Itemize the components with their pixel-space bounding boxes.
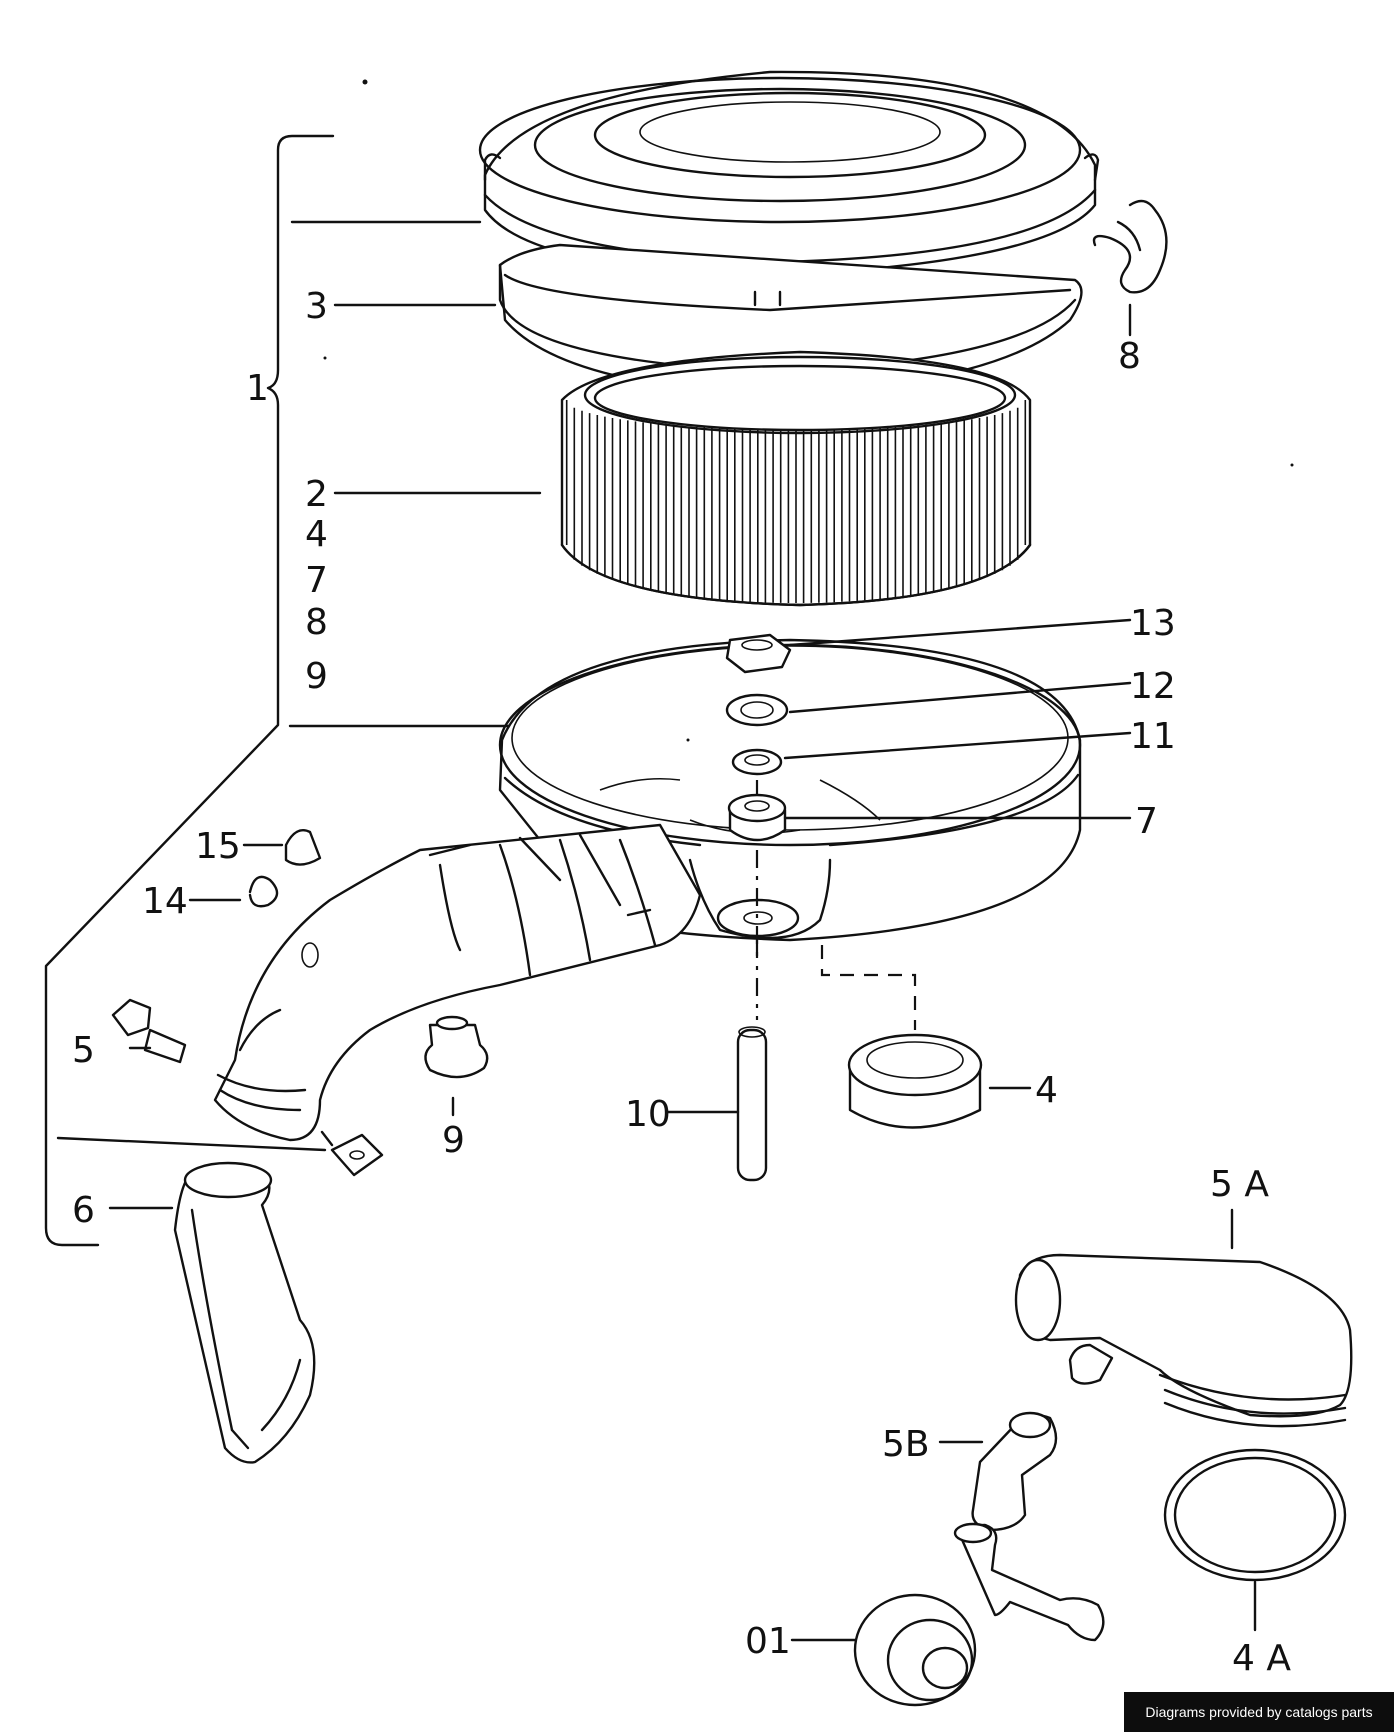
- callout-1: 1: [246, 368, 269, 409]
- spring-clip: [1092, 199, 1168, 294]
- callout-12: 12: [1130, 666, 1176, 707]
- attribution-badge: Diagrams provided by catalogs parts: [1124, 1692, 1394, 1732]
- callout-14: 14: [142, 881, 188, 922]
- callout-7-list: 7: [305, 560, 328, 601]
- o-ring-seal: [1163, 1448, 1347, 1582]
- callout-6: 6: [72, 1190, 95, 1231]
- callout-9-list: 9: [305, 656, 328, 697]
- callout-4-list: 4: [305, 514, 328, 555]
- callout-5b: 5B: [882, 1424, 930, 1465]
- callout-13: 13: [1130, 603, 1176, 644]
- washer: [725, 693, 789, 727]
- callout-5a: 5 A: [1210, 1164, 1269, 1205]
- leader-lines: [108, 303, 1257, 1642]
- intake-snorkel: [213, 823, 702, 1142]
- intake-hose: [173, 1161, 316, 1464]
- rubber-mount: [424, 1015, 489, 1079]
- filter-element: [560, 350, 1032, 607]
- air-filter-cover: [478, 70, 1100, 277]
- callout-3: 3: [305, 286, 328, 327]
- wire-clip: [248, 875, 279, 908]
- callout-10: 10: [625, 1094, 671, 1135]
- push-clip: [284, 828, 322, 866]
- locating-pin: [736, 1026, 768, 1182]
- callout-7: 7: [1135, 801, 1158, 842]
- vacuum-nipple: [111, 998, 187, 1064]
- breather-housing: [1014, 1253, 1353, 1428]
- bushing: [731, 748, 783, 776]
- square-nut: [330, 1133, 384, 1177]
- callout-8-top: 8: [1118, 336, 1141, 377]
- breather-elbow-hose: [971, 1411, 1058, 1532]
- callout-8-list: 8: [305, 602, 328, 643]
- callout-4: 4: [1035, 1070, 1058, 1111]
- grommet: [727, 793, 787, 842]
- callout-11: 11: [1130, 716, 1176, 757]
- callout-15: 15: [195, 826, 241, 867]
- crankcase-breather-valve: [853, 1522, 1105, 1707]
- callout-01: 01: [745, 1621, 791, 1662]
- callout-2: 2: [305, 474, 328, 515]
- callout-4a: 4 A: [1232, 1638, 1291, 1679]
- callout-labels: 1 3 8 2 4 7 8 9 13 12 11 7 15 14 5 9 10 …: [72, 286, 1291, 1679]
- hex-nut: [725, 633, 792, 674]
- callout-9: 9: [442, 1120, 465, 1161]
- foam-insert: [847, 1033, 983, 1129]
- callout-5: 5: [72, 1030, 95, 1071]
